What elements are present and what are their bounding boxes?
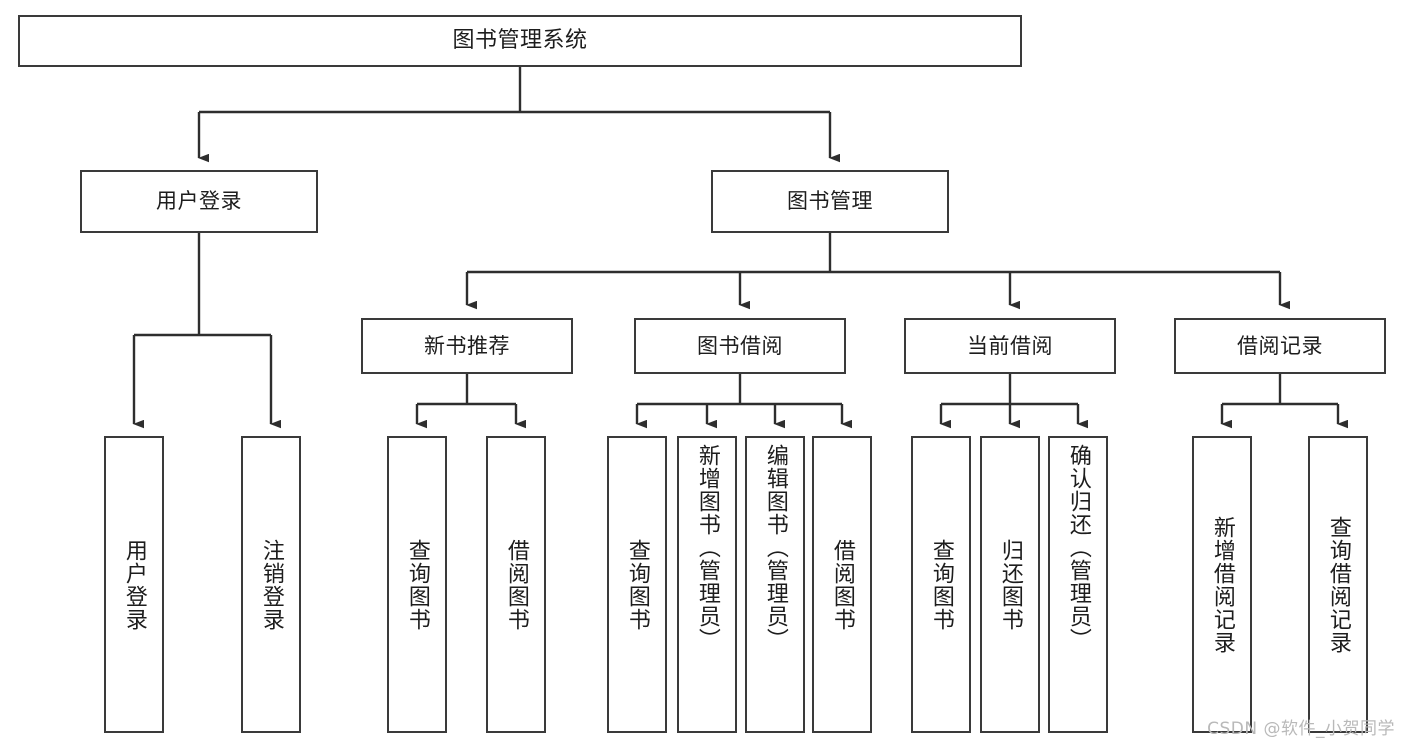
node-root-label: 图书管理系统 (452, 28, 588, 54)
node-user-login[interactable]: 用户登录 (80, 170, 318, 233)
node-leaf-query-book-2[interactable]: 查询图书 (607, 436, 667, 733)
node-root[interactable]: 图书管理系统 (18, 15, 1022, 67)
node-book-manage-label: 图书管理 (787, 189, 873, 214)
node-current-borrow[interactable]: 当前借阅 (904, 318, 1116, 374)
node-leaf-edit-book-label: 编辑图书（管理员） (762, 444, 788, 651)
node-leaf-query-book-3-label: 查询图书 (928, 538, 954, 631)
node-borrow-record[interactable]: 借阅记录 (1174, 318, 1386, 374)
node-leaf-user-login[interactable]: 用户登录 (104, 436, 164, 733)
node-leaf-return-book-label: 归还图书 (997, 538, 1023, 631)
node-leaf-logout-label: 注销登录 (258, 538, 284, 631)
node-leaf-query-record[interactable]: 查询借阅记录 (1308, 436, 1368, 733)
node-leaf-add-record[interactable]: 新增借阅记录 (1192, 436, 1252, 733)
node-leaf-query-book-3[interactable]: 查询图书 (911, 436, 971, 733)
csdn-watermark: CSDN @软件_小贺同学 (1207, 719, 1395, 739)
node-leaf-add-book-label: 新增图书（管理员） (694, 444, 720, 651)
node-leaf-user-login-label: 用户登录 (121, 538, 147, 631)
node-leaf-add-book[interactable]: 新增图书（管理员） (677, 436, 737, 733)
node-leaf-confirm-return[interactable]: 确认归还（管理员） (1048, 436, 1108, 733)
node-leaf-borrow-book-2[interactable]: 借阅图书 (812, 436, 872, 733)
node-leaf-confirm-return-label: 确认归还（管理员） (1065, 444, 1091, 651)
node-current-borrow-label: 当前借阅 (967, 333, 1053, 358)
node-user-login-label: 用户登录 (156, 189, 242, 214)
node-leaf-query-book-1-label: 查询图书 (404, 538, 430, 631)
node-leaf-query-book-2-label: 查询图书 (624, 538, 650, 631)
node-leaf-borrow-book-1[interactable]: 借阅图书 (486, 436, 546, 733)
node-leaf-add-record-label: 新增借阅记录 (1209, 515, 1235, 654)
node-new-book-rec-label: 新书推荐 (424, 333, 510, 358)
node-new-book-rec[interactable]: 新书推荐 (361, 318, 573, 374)
node-book-borrow-label: 图书借阅 (697, 333, 783, 358)
node-leaf-borrow-book-1-label: 借阅图书 (503, 538, 529, 631)
node-book-borrow[interactable]: 图书借阅 (634, 318, 846, 374)
node-book-manage[interactable]: 图书管理 (711, 170, 949, 233)
node-leaf-query-record-label: 查询借阅记录 (1325, 515, 1351, 654)
node-leaf-logout[interactable]: 注销登录 (241, 436, 301, 733)
node-borrow-record-label: 借阅记录 (1237, 333, 1323, 358)
node-leaf-edit-book[interactable]: 编辑图书（管理员） (745, 436, 805, 733)
node-leaf-borrow-book-2-label: 借阅图书 (829, 538, 855, 631)
node-leaf-return-book[interactable]: 归还图书 (980, 436, 1040, 733)
node-leaf-query-book-1[interactable]: 查询图书 (387, 436, 447, 733)
